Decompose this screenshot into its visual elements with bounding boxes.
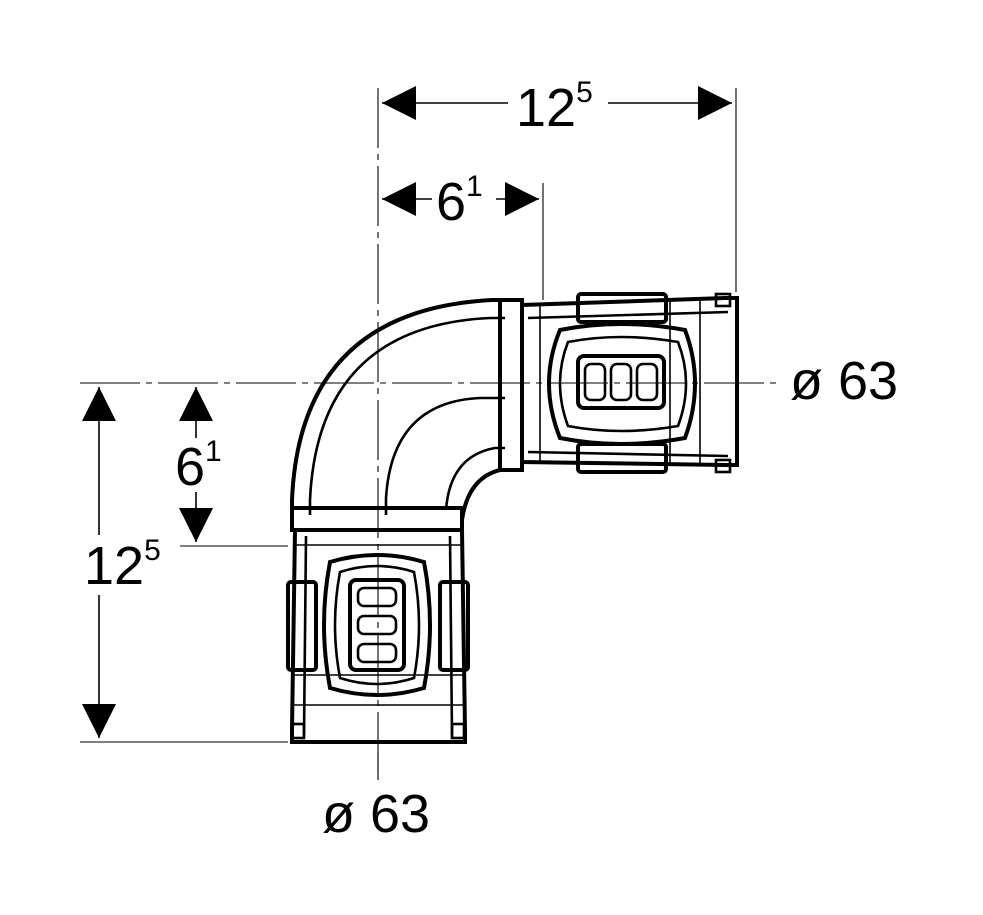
- bottom-outlet-diameter: ø 63: [322, 784, 430, 844]
- center-width-value: 61: [436, 170, 483, 232]
- extension-lines: [80, 88, 737, 743]
- center-lines: [80, 88, 780, 780]
- right-press-coupling: [520, 292, 739, 474]
- overall-height-value: 125: [84, 534, 161, 596]
- right-outlet-diameter: ø 63: [790, 351, 898, 411]
- overall-width-value: 125: [516, 76, 593, 138]
- center-height-value: 61: [175, 435, 222, 497]
- elbow-body: [290, 298, 524, 532]
- bottom-press-coupling: [286, 528, 470, 744]
